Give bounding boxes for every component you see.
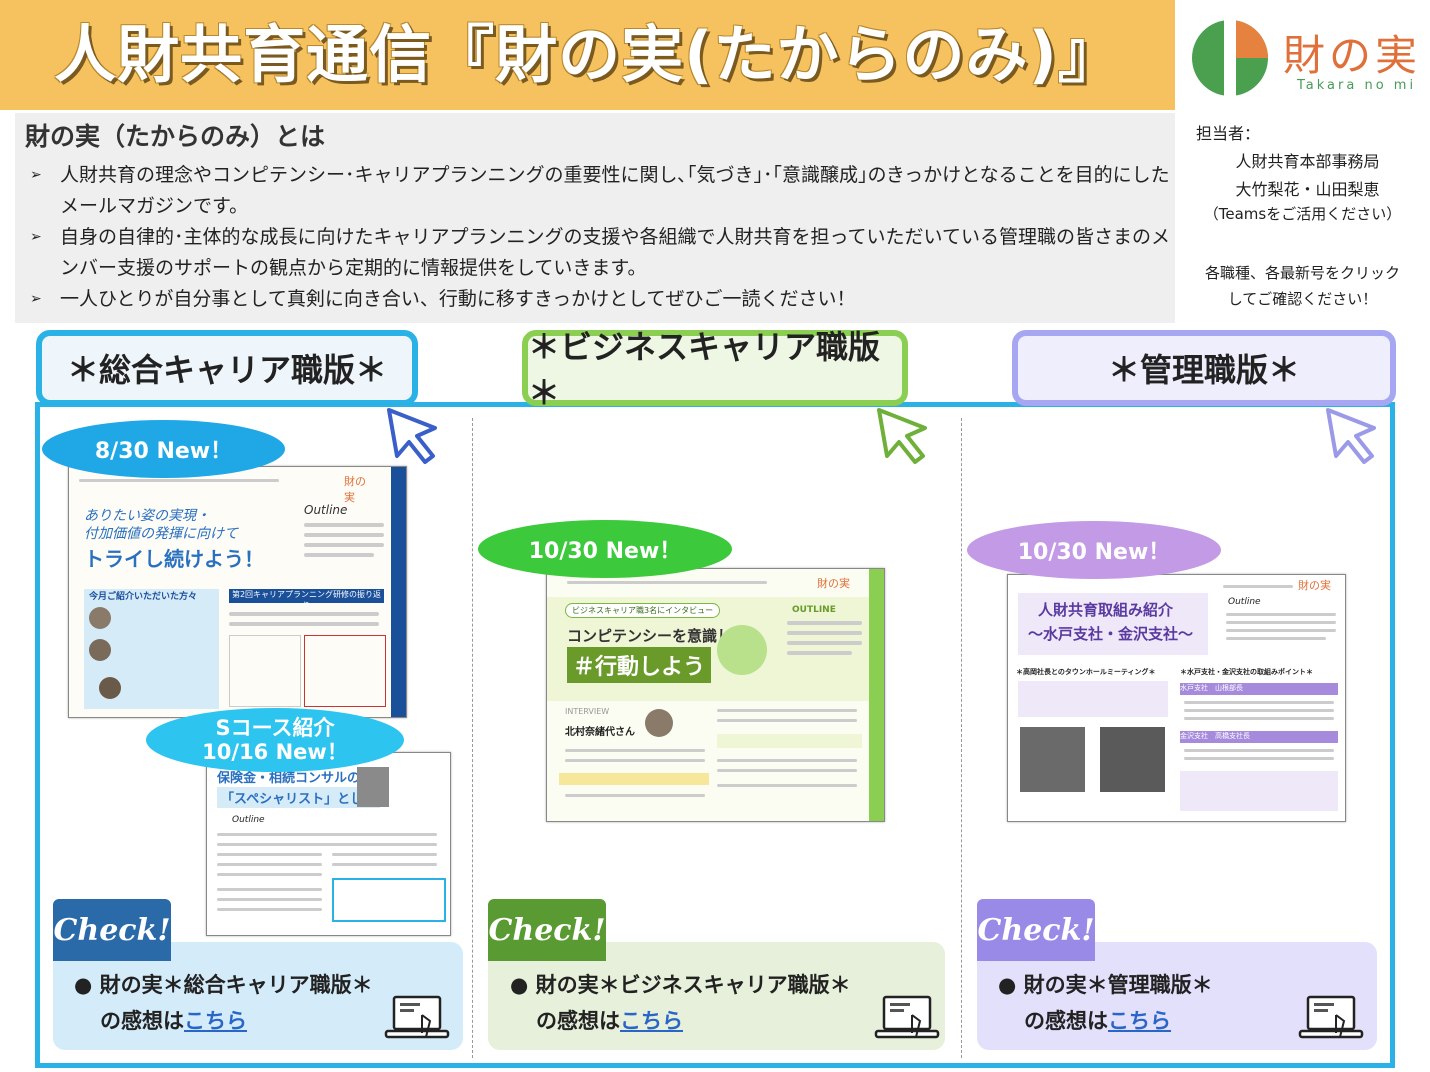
thumb-section: 第2回キャリアプランニング研修の振り返り bbox=[229, 589, 384, 610]
thumb-section: ＊水戸支社・金沢支社の取組みポイント＊ bbox=[1180, 668, 1313, 676]
laptop-icon bbox=[384, 995, 450, 1039]
cursor-arrow-icon bbox=[387, 408, 437, 464]
thumb-box bbox=[304, 635, 386, 707]
badge-new: 8/30 New！ bbox=[42, 420, 285, 478]
thumb-sidebar-strip bbox=[391, 467, 406, 717]
thumb-box bbox=[332, 878, 446, 922]
arrow-bullet-icon: ➢ bbox=[30, 291, 42, 307]
feedback-link-general[interactable]: こちら bbox=[184, 1009, 247, 1033]
tab-general-career[interactable]: ＊総合キャリア職版＊ bbox=[36, 330, 418, 406]
arrow-bullet-icon: ➢ bbox=[30, 167, 42, 183]
feedback-link-manager[interactable]: こちら bbox=[1108, 1009, 1171, 1033]
logo-text: 財の実 bbox=[1283, 31, 1422, 80]
thumb-highlight bbox=[717, 734, 862, 748]
badge-new: 10/30 New！ bbox=[478, 520, 732, 578]
contact-note: （Teamsをご活用ください） bbox=[1203, 205, 1402, 223]
cursor-arrow-icon bbox=[1326, 408, 1376, 464]
thumb-headline: 人財共育取組み紹介 bbox=[1038, 601, 1174, 619]
thumb-headline: コンピテンシーを意識して bbox=[567, 627, 747, 645]
newsletter-thumbnail-scourse[interactable]: 保険金・相続コンサルの 「スペシャリスト」として Outline bbox=[206, 752, 451, 936]
logo bbox=[1180, 8, 1430, 108]
about-title: 財の実（たからのみ）とは bbox=[25, 122, 326, 151]
check-tag: Check! bbox=[53, 899, 171, 961]
thumb-headline: ありたい姿の実現・ bbox=[84, 508, 210, 524]
thumb-name: 北村奈緒代さん bbox=[565, 727, 635, 738]
avatar bbox=[99, 677, 121, 699]
contact-label: 担当者： bbox=[1196, 124, 1261, 143]
avatar bbox=[89, 607, 111, 629]
newsletter-thumbnail-manager[interactable]: 財の実 人財共育取組み紹介 ～水戸支社・金沢支社～ Outline ＊高岡社長と… bbox=[1007, 574, 1346, 822]
contact-dept: 人財共育本部事務局 bbox=[1235, 152, 1380, 171]
tab-business-career[interactable]: ＊ビジネスキャリア職版＊ bbox=[522, 328, 908, 412]
thumb-headline: 「スペシャリスト」として bbox=[217, 787, 380, 808]
page-title: 人財共育通信『財の実(たからのみ)』 bbox=[54, 18, 1121, 91]
thumb-logo: 財の実 bbox=[344, 475, 366, 504]
laptop-icon bbox=[1298, 995, 1364, 1039]
thumb-box bbox=[1018, 681, 1168, 717]
thumb-headline: ＃行動しよう bbox=[567, 647, 712, 683]
photo-image bbox=[1100, 727, 1165, 792]
title-bar bbox=[0, 0, 1175, 110]
thumb-headline: トライし続けよう！ bbox=[84, 547, 264, 571]
thumb-outline: Outline bbox=[1228, 597, 1261, 607]
thumb-outline: Outline bbox=[304, 503, 348, 517]
contact-names: 大竹梨花・山田梨恵 bbox=[1235, 180, 1380, 199]
feedback-line-general: の感想はこちら bbox=[100, 1009, 247, 1033]
cursor-arrow-icon bbox=[877, 408, 927, 464]
column-divider bbox=[472, 418, 473, 1058]
feedback-text-general: ● 財の実＊総合キャリア職版＊ bbox=[74, 973, 373, 997]
thumb-box bbox=[1180, 771, 1338, 811]
instruction-text: 各職種、各最新号をクリック bbox=[1204, 264, 1400, 282]
thumb-headline: 保険金・相続コンサルの bbox=[217, 771, 361, 786]
avatar bbox=[645, 709, 673, 737]
thumb-headline: 付加価値の発揮に向けて bbox=[84, 526, 238, 542]
thumb-box bbox=[229, 635, 301, 707]
badge-new: Sコース紹介 10/16 New！ bbox=[146, 708, 404, 772]
arrow-bullet-icon: ➢ bbox=[30, 229, 42, 245]
feedback-text-business: ● 財の実＊ビジネスキャリア職版＊ bbox=[510, 973, 851, 997]
feedback-link-business[interactable]: こちら bbox=[620, 1009, 683, 1033]
thumb-point: 金沢支社 高橋支社長 bbox=[1180, 731, 1338, 743]
illustration-icon bbox=[717, 625, 767, 675]
bullet-dot-icon: ● bbox=[998, 973, 1024, 997]
feedback-text-manager: ● 財の実＊管理職版＊ bbox=[998, 973, 1213, 997]
avatar bbox=[357, 767, 389, 807]
thumb-sidebar-strip bbox=[869, 569, 884, 821]
laptop-icon bbox=[874, 995, 940, 1039]
thumb-interview: INTERVIEW bbox=[565, 707, 610, 716]
check-tag: Check! bbox=[488, 899, 606, 961]
thumb-tag: ビジネスキャリア職3名にインタビュー bbox=[565, 603, 721, 618]
feedback-line-manager: の感想はこちら bbox=[1024, 1009, 1171, 1033]
newsletter-thumbnail-general[interactable]: 財の実 ありたい姿の実現・ 付加価値の発揮に向けて トライし続けよう！ Outl… bbox=[68, 466, 407, 718]
avatar bbox=[89, 639, 111, 661]
bullet-dot-icon: ● bbox=[74, 973, 100, 997]
badge-new: 10/30 New！ bbox=[967, 521, 1221, 579]
thumb-headline: ～水戸支社・金沢支社～ bbox=[1028, 625, 1194, 643]
column-divider bbox=[961, 418, 962, 1058]
thumb-section: 今月ご紹介いただいた方々 bbox=[89, 592, 198, 602]
thumb-logo: 財の実 bbox=[1298, 579, 1331, 592]
logo-subtitle: Takara no mi bbox=[1297, 78, 1417, 93]
thumb-banner bbox=[1018, 593, 1208, 655]
newsletter-thumbnail-business[interactable]: 財の実 ビジネスキャリア職3名にインタビュー コンピテンシーを意識して ＃行動し… bbox=[546, 568, 885, 822]
thumb-outline: Outline bbox=[232, 815, 265, 825]
check-tag: Check! bbox=[977, 899, 1095, 961]
about-box bbox=[15, 113, 1175, 323]
instruction-text: してご確認ください！ bbox=[1227, 290, 1378, 308]
thumb-outline: OUTLINE bbox=[792, 605, 836, 615]
feedback-line-business: の感想はこちら bbox=[536, 1009, 683, 1033]
thumb-section: ＊高岡社長とのタウンホールミーティング＊ bbox=[1016, 668, 1156, 676]
logo-mark-icon bbox=[1192, 16, 1268, 102]
thumb-highlight bbox=[559, 773, 709, 785]
bullet-dot-icon: ● bbox=[510, 973, 536, 997]
tab-manager[interactable]: ＊管理職版＊ bbox=[1012, 330, 1396, 406]
thumb-point: 水戸支社 山根部長 bbox=[1180, 683, 1338, 695]
thumb-logo: 財の実 bbox=[817, 577, 850, 590]
photo-image bbox=[1020, 727, 1085, 792]
